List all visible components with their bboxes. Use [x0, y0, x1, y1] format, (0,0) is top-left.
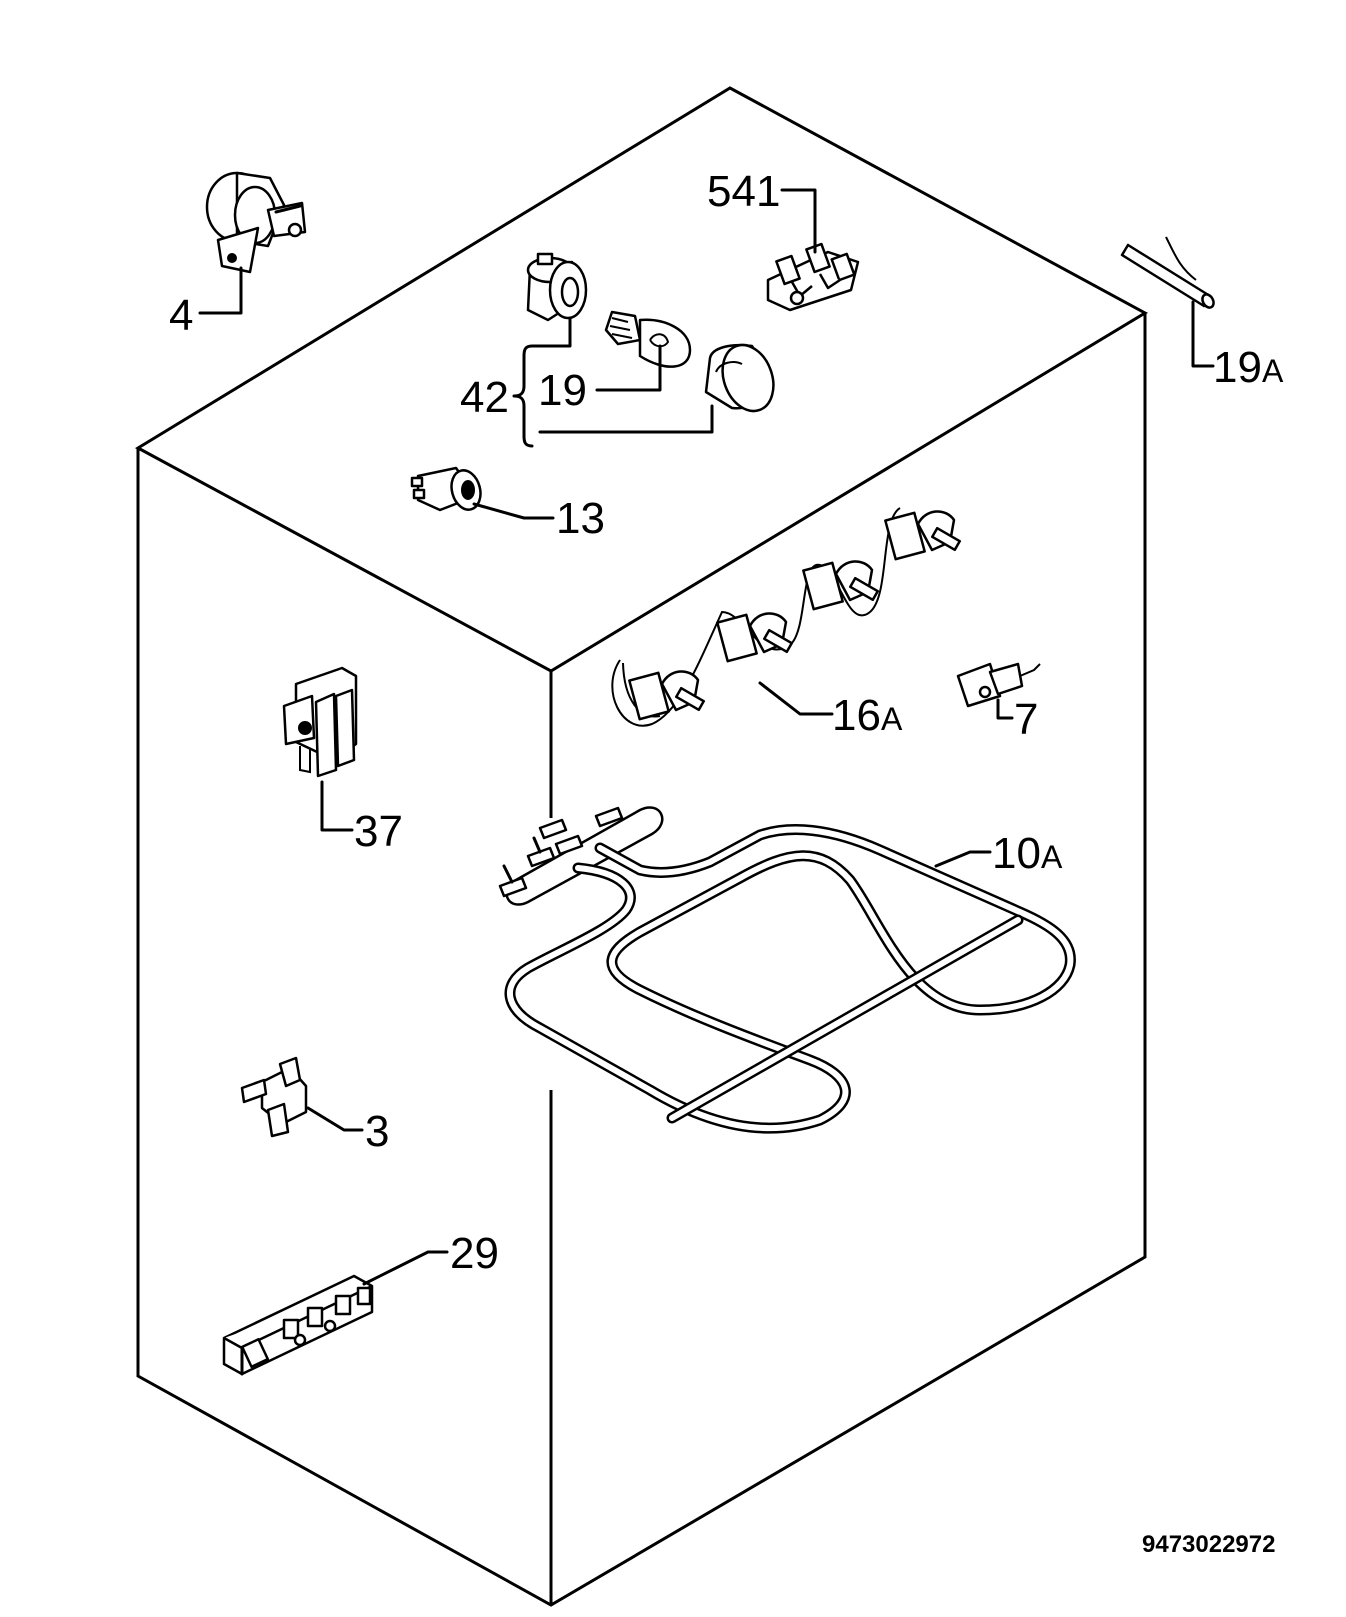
cabinet-outline — [134, 86, 1149, 1607]
callout-3: 3 — [365, 1107, 389, 1156]
part-7-thermostat — [956, 662, 1041, 708]
part-29-ignition-unit — [222, 1274, 374, 1376]
callout-19: 19 — [538, 366, 587, 415]
callout-19a: 19A — [1213, 343, 1284, 392]
switch-1 — [628, 670, 706, 721]
element-terminals — [498, 806, 624, 898]
callout-541: 541 — [707, 167, 780, 216]
part-42-lamp-holder — [526, 252, 588, 322]
leader-4 — [198, 266, 243, 315]
callout-7: 7 — [1014, 695, 1038, 744]
callout-42: 42 — [460, 373, 509, 422]
leader-7 — [996, 698, 1014, 720]
part-19a-probe — [1120, 236, 1215, 309]
callout-4: 4 — [169, 291, 193, 340]
part-4-motor — [205, 171, 307, 274]
part-3-relay — [240, 1056, 308, 1138]
switch-2 — [716, 612, 794, 663]
leader-3 — [306, 1106, 364, 1132]
part-37-terminal-block — [282, 666, 358, 778]
callout-10a: 10A — [992, 829, 1063, 878]
part-16a-switch-assembly — [611, 507, 962, 727]
bracket-42 — [512, 316, 714, 448]
part-541-connector — [766, 242, 860, 312]
part-42-lamp-cover — [704, 343, 775, 413]
document-id: 9473022972 — [1142, 1531, 1275, 1558]
part-10a-heating-element — [498, 806, 1076, 1134]
callout-37: 37 — [354, 807, 403, 856]
part-19-bulb — [604, 310, 692, 368]
leader-19a — [1191, 300, 1215, 368]
leader-16a — [758, 681, 834, 716]
part-13-indicator — [410, 466, 482, 512]
callout-16a: 16A — [832, 691, 903, 740]
callout-13: 13 — [556, 494, 605, 543]
switch-4 — [884, 510, 962, 561]
leader-29 — [362, 1250, 449, 1286]
callout-29: 29 — [450, 1229, 499, 1278]
leader-37 — [320, 780, 354, 832]
leader-10a — [934, 850, 992, 868]
switch-3 — [802, 560, 880, 611]
leader-13 — [472, 502, 555, 520]
leader-541 — [780, 188, 817, 254]
